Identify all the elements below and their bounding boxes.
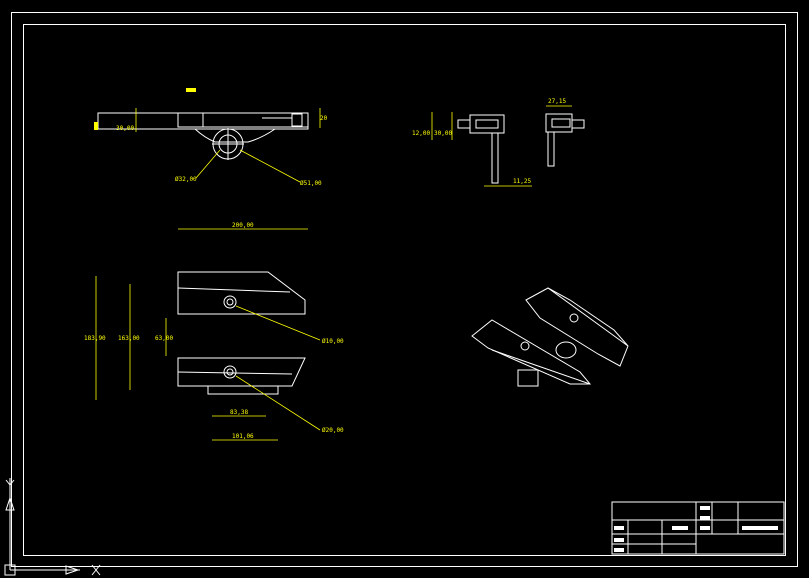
- dim-bottom-a: 83,38: [230, 409, 248, 416]
- dim-side-a: 12,00: [412, 130, 430, 137]
- dim-side-b: 30,00: [434, 130, 452, 137]
- front-view: [95, 228, 321, 441]
- dim-bottom-b: 101,06: [232, 433, 254, 440]
- side-view: [431, 112, 532, 187]
- ucs-axis-icon: [4, 478, 101, 576]
- dim-top-height-left: 30,00: [116, 125, 134, 132]
- dim-front-h1: 183,90: [84, 335, 106, 342]
- sheet-frame: [11, 12, 798, 567]
- dim-top-dia-a: Ø32,00: [175, 176, 197, 183]
- dim-end-a: 27,15: [548, 98, 566, 105]
- dim-top-height-right: 20: [320, 115, 328, 122]
- isometric-view: [471, 287, 629, 387]
- title-block: [611, 501, 785, 555]
- dim-front-gap: 63,00: [155, 335, 173, 342]
- dim-top-dia-b: Ø51,00: [300, 180, 322, 187]
- end-view: [545, 105, 585, 167]
- dim-side-c: 11,25: [513, 178, 531, 185]
- dim-front-hole1: Ø10,00: [322, 338, 344, 345]
- dim-front-width: 200,00: [232, 222, 254, 229]
- dim-front-hole2: Ø20,00: [322, 427, 344, 434]
- top-view: [94, 88, 321, 183]
- dim-front-h2: 163,00: [118, 335, 140, 342]
